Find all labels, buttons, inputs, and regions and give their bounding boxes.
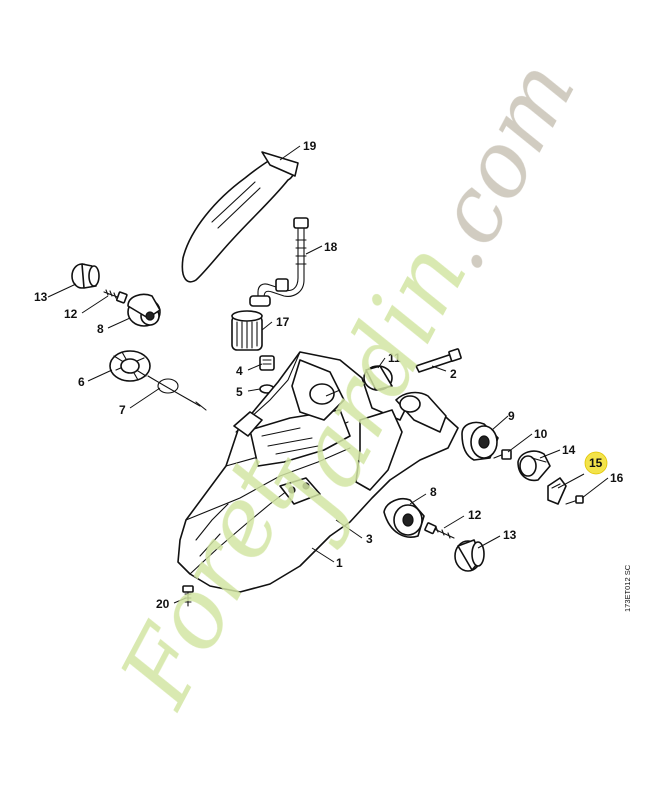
label-11: 11 — [388, 351, 401, 365]
label-9: 9 — [508, 409, 515, 423]
part-16-screw — [565, 495, 584, 505]
part-10-screw — [493, 449, 512, 460]
label-6: 6 — [78, 375, 85, 389]
label-13-upper: 13 — [34, 290, 48, 304]
label-16: 16 — [610, 471, 624, 485]
part-18-fuel-hose — [249, 217, 309, 307]
part-2-screw — [415, 348, 462, 373]
label-18: 18 — [324, 240, 338, 254]
label-1: 1 — [336, 556, 343, 570]
watermark-dotcom: .com — [401, 44, 596, 286]
part-9-damper — [461, 421, 499, 461]
part-13-plug-lower — [454, 539, 485, 572]
label-13-lower: 13 — [503, 528, 517, 542]
part-4-vent — [259, 355, 275, 371]
label-14: 14 — [562, 443, 576, 457]
part-8-damper-lower — [383, 497, 425, 538]
part-17-fuel-filter — [231, 310, 263, 351]
part-13-plug-upper — [71, 263, 100, 289]
part-14-cover — [517, 450, 551, 482]
label-5: 5 — [236, 385, 243, 399]
part-1-housing — [177, 351, 459, 593]
label-7: 7 — [119, 403, 126, 417]
part-11-bushing — [363, 365, 393, 391]
label-10: 10 — [534, 427, 548, 441]
part-8-damper-upper — [127, 293, 161, 327]
label-8-lower: 8 — [430, 485, 437, 499]
part-19-handle — [181, 151, 299, 283]
part-15-clip — [547, 477, 567, 505]
label-19: 19 — [303, 139, 317, 153]
part-7-hose — [147, 375, 207, 411]
part-labels: 19 18 17 4 5 11 2 9 10 14 15 16 13 12 8 … — [34, 139, 624, 611]
label-20: 20 — [156, 597, 170, 611]
label-12-lower: 12 — [468, 508, 482, 522]
label-4: 4 — [236, 364, 243, 378]
drawing-code: 173ET012 SC — [623, 564, 632, 612]
part-12-screw-lower — [424, 522, 455, 539]
part-12-screw-upper — [103, 289, 128, 304]
watermark: Foret Jardin .com — [98, 44, 596, 724]
label-8-upper: 8 — [97, 322, 104, 336]
label-12-upper: 12 — [64, 307, 78, 321]
leader-lines — [47, 145, 609, 604]
part-6-oil-pickup — [109, 350, 151, 382]
label-2: 2 — [450, 367, 457, 381]
highlight-marker — [584, 451, 608, 475]
label-3: 3 — [366, 532, 373, 546]
label-17: 17 — [276, 315, 290, 329]
label-15: 15 — [589, 456, 603, 470]
